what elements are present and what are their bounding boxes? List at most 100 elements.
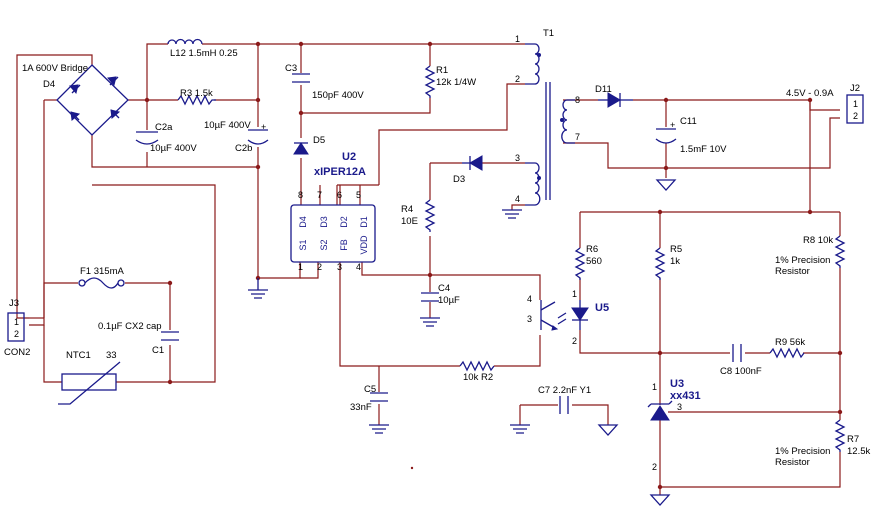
diode-d11 [598, 92, 633, 108]
ground-symbols [248, 179, 677, 506]
thermistor-ntc1 [58, 361, 121, 405]
diode-d5 [293, 142, 309, 155]
j2-pin1: 1 [853, 99, 858, 109]
label-c11: C11 [680, 116, 697, 127]
u2-pinname-d3: D3 [319, 216, 329, 228]
label-r5: R5 [670, 244, 682, 255]
junctions [144, 41, 843, 490]
label-c3-val: 150pF 400V [312, 90, 364, 101]
capacitor-c2a [135, 131, 159, 145]
resistor-r5 [654, 247, 666, 280]
shunt-regulator-u3 [647, 400, 673, 421]
capacitor-c7 [559, 396, 569, 414]
label-c2a-val: 10µF 400V [150, 143, 197, 154]
u3-pin1: 1 [652, 382, 657, 392]
wires [16, 43, 841, 495]
label-u5: U5 [595, 302, 609, 314]
label-r4: R4 [401, 204, 413, 215]
u2-pin2: 2 [317, 262, 322, 272]
t1-pin7: 7 [575, 132, 580, 142]
label-u2-part: xIPER12A [314, 166, 366, 178]
label-r1: R1 [436, 65, 448, 76]
u2-pinname-d4: D4 [298, 216, 308, 228]
label-c8: C8 100nF [720, 366, 762, 377]
u5-pin2: 2 [572, 336, 577, 346]
label-r5-val: 1k [670, 256, 680, 267]
label-r8-desc1: 1% Precision [775, 255, 830, 266]
label-c5-val: 33nF [350, 402, 372, 413]
u2-pin3: 3 [337, 262, 342, 272]
u2-pinname-d2: D2 [339, 216, 349, 228]
label-u3-part: xx431 [670, 390, 701, 402]
label-c2b-val: 10µF 400V [204, 120, 251, 131]
u2-pin1: 1 [298, 262, 303, 272]
label-d4: D4 [43, 79, 55, 90]
resistor-r2 [459, 360, 495, 372]
label-r6-val: 560 [586, 256, 602, 267]
connector-j3 [7, 312, 25, 342]
u2-pin7: 7 [317, 190, 322, 200]
resistor-r1 [424, 65, 436, 98]
u5-pin4: 4 [527, 294, 532, 304]
label-j3: J3 [9, 298, 19, 309]
u2-pin8: 8 [298, 190, 303, 200]
label-ntc-val: 33 [106, 350, 117, 361]
connector-j2 [846, 94, 864, 124]
ic-u2 [290, 204, 376, 263]
t1-pin1: 1 [515, 34, 520, 44]
label-t1: T1 [543, 28, 554, 39]
label-c11-val: 1.5mF 10V [680, 144, 727, 155]
label-c3: C3 [285, 63, 297, 74]
t1-pin3: 3 [515, 153, 520, 163]
label-r7-desc2: Resistor [775, 457, 810, 468]
label-c5: C5 [364, 384, 376, 395]
transformer-t1 [525, 43, 575, 206]
label-con2: CON2 [4, 347, 30, 358]
resistor-r8 [834, 235, 846, 268]
fuse-f1 [78, 277, 125, 289]
capacitor-c3 [292, 73, 310, 83]
j2-pin2: 2 [853, 111, 858, 121]
label-u3: U3 [670, 378, 684, 390]
label-r7: R7 [847, 434, 859, 445]
label-d11: D11 [595, 84, 612, 95]
u2-pinname-vdd: VDD [359, 235, 369, 255]
label-out-v: 4.5V - 0.9A [786, 88, 834, 99]
capacitor-c11: + [655, 120, 677, 144]
label-c4-val: 10µF [438, 295, 460, 306]
resistor-r6 [574, 247, 586, 280]
label-u2: U2 [342, 151, 356, 163]
t1-pin4: 4 [515, 194, 520, 204]
capacitor-c8 [732, 344, 742, 362]
label-l12: L12 1.5mH 0.25 [170, 48, 238, 59]
label-r8-desc2: Resistor [775, 266, 810, 277]
label-r8: R8 10k [803, 235, 833, 246]
capacitor-c4 [421, 292, 439, 302]
svg-text:+: + [261, 122, 266, 132]
u2-pinname-s2: S2 [319, 239, 329, 250]
diode-d3 [462, 155, 483, 171]
label-r4-val: 10E [401, 216, 418, 227]
capacitor-c1 [161, 331, 179, 341]
u5-pin3: 3 [527, 314, 532, 324]
label-r1-val: 12k 1/4W [436, 77, 476, 88]
bridge-rectifier-d4 [56, 64, 129, 136]
j3-pin1: 1 [14, 317, 19, 327]
label-d3: D3 [453, 174, 465, 185]
label-d5: D5 [313, 135, 325, 146]
inductor-l12 [167, 38, 203, 45]
u2-pin5: 5 [356, 190, 361, 200]
t1-pin8: 8 [575, 95, 580, 105]
svg-text:+: + [670, 120, 675, 130]
u2-pinname-d1: D1 [359, 216, 369, 228]
label-j2: J2 [850, 83, 860, 94]
u5-pin1: 1 [572, 289, 577, 299]
resistor-r3 [177, 94, 216, 106]
label-f1: F1 315mA [80, 266, 124, 277]
u3-pin2: 2 [652, 462, 657, 472]
label-c2b: C2b [235, 143, 252, 154]
label-r7-val: 12.5k [847, 446, 870, 457]
u3-pin3: 3 [677, 402, 682, 412]
label-r6: R6 [586, 244, 598, 255]
